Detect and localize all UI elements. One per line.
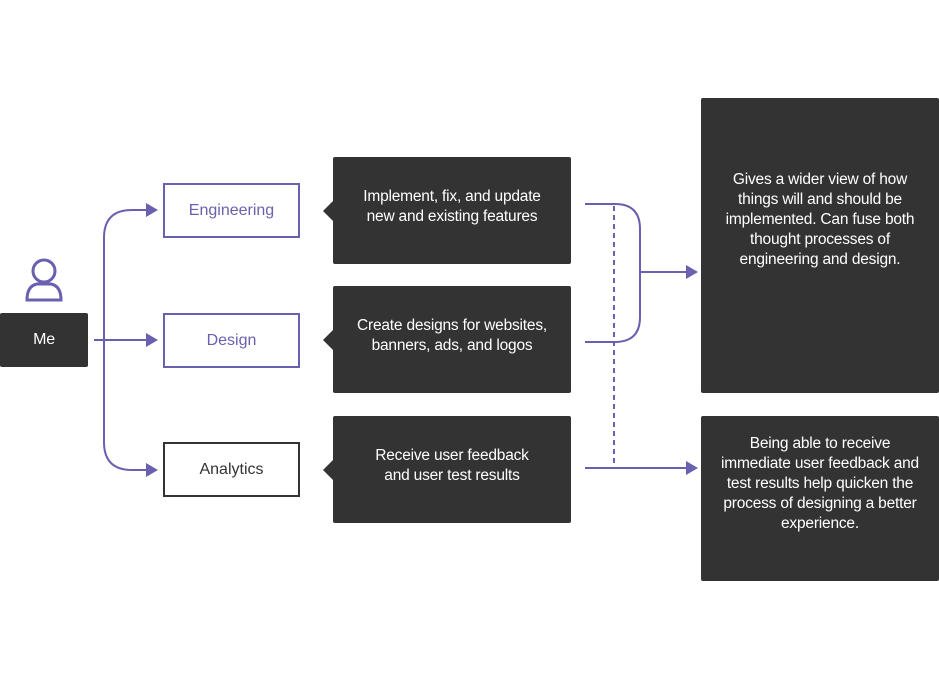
me-label: Me [0, 313, 88, 367]
task-analytics: Receive user feedback and user test resu… [323, 416, 571, 523]
task-design: Create designs for websites, banners, ad… [323, 286, 571, 393]
outcome-analytics-text: Being able to receive immediate user fee… [721, 434, 919, 532]
callout-pointer [323, 329, 333, 350]
role-engineering-label: Engineering [188, 201, 275, 219]
role-design: Design [163, 313, 300, 368]
task-engineering: Implement, fix, and update new and exist… [323, 157, 571, 264]
callout-pointer [323, 459, 333, 480]
outcome-analytics: Being able to receive immediate user fee… [701, 416, 939, 581]
role-analytics-label: Analytics [199, 460, 264, 478]
role-analytics: Analytics [163, 442, 300, 497]
role-engineering: Engineering [163, 183, 300, 238]
user-icon [25, 258, 63, 302]
callout-pointer [323, 200, 333, 221]
me-label-text: Me [33, 331, 55, 348]
task-analytics-text: Receive user feedback and user test resu… [375, 446, 529, 484]
task-design-text: Create designs for websites, banners, ad… [357, 316, 547, 354]
role-design-label: Design [206, 331, 257, 349]
outcome-engineering-design-text: Gives a wider view of how things will an… [725, 170, 915, 268]
task-engineering-text: Implement, fix, and update new and exist… [363, 187, 541, 225]
outcome-engineering-design: Gives a wider view of how things will an… [701, 98, 939, 393]
